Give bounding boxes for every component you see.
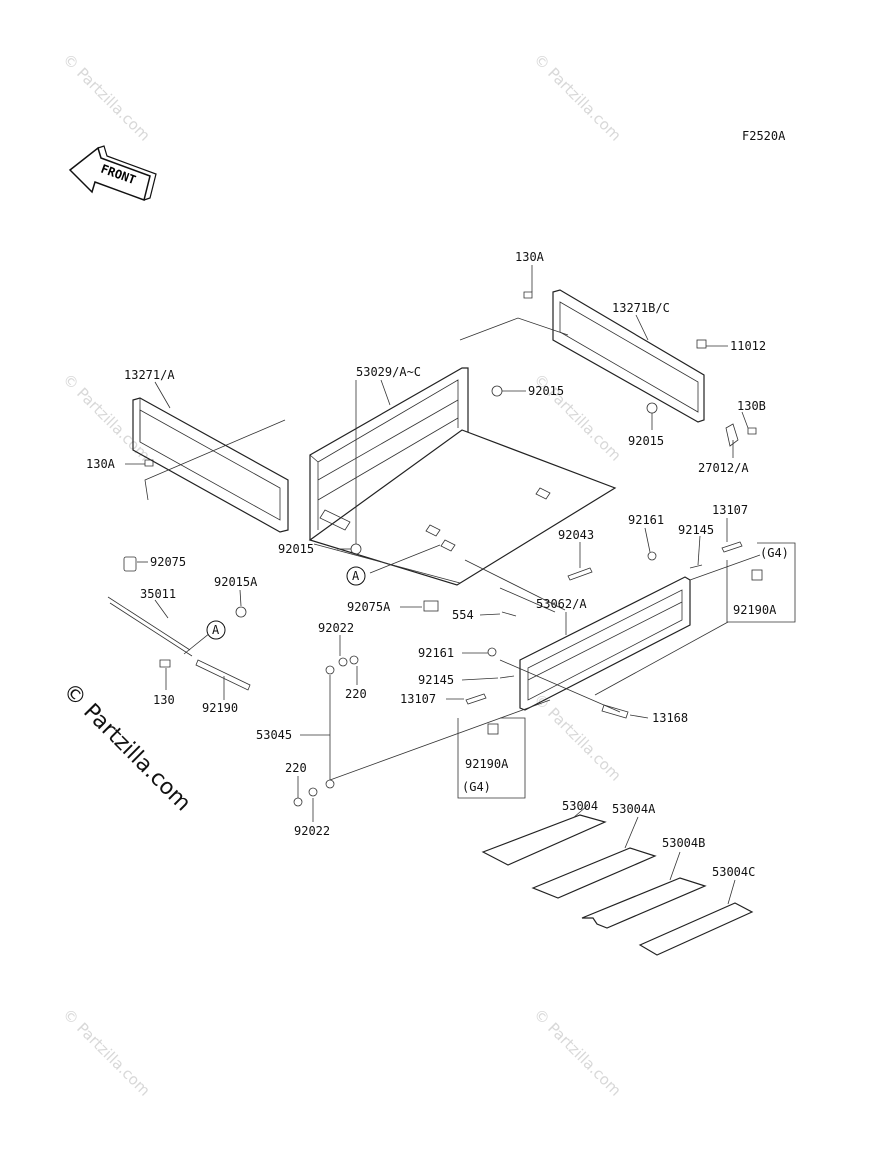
watermark-group: © Partzilla.com © Partzilla.com © Partzi… <box>58 50 625 1100</box>
part-label: 92190A <box>465 757 509 771</box>
partzilla-watermark: © Partzilla.com <box>58 679 196 817</box>
callout-a-1: A <box>346 566 366 586</box>
bed-mat-53004 <box>481 814 607 866</box>
part-label: 13271/A <box>124 368 175 382</box>
part-label: 92190 <box>202 701 238 715</box>
tailgate-53062A <box>519 576 691 711</box>
part-label: 130B <box>737 399 766 413</box>
watermark-text: © Partzilla.com <box>59 1005 154 1100</box>
part-label: 53004A <box>612 802 656 816</box>
part-label: 220 <box>285 761 307 775</box>
bed-mat-53004B <box>581 877 707 929</box>
bed-mat-53004A <box>531 847 657 899</box>
cargo-bed-53029 <box>308 367 617 586</box>
group-box-g4-top: (G4) <box>726 542 796 623</box>
watermark-text: © Partzilla.com <box>59 370 154 465</box>
figure-code: F2520A <box>742 129 786 143</box>
watermark-text: © Partzilla.com <box>530 50 625 145</box>
watermark-text: © Partzilla.com <box>530 690 625 785</box>
side-rail-13271A <box>132 397 289 533</box>
part-labels: 130A 13271B/C 11012 92015 130B 92015 270… <box>86 250 777 879</box>
part-label: 130A <box>86 457 116 471</box>
part-label: 92145 <box>418 673 454 687</box>
front-arrow-icon: FRONT <box>68 145 157 201</box>
part-label: 92022 <box>294 824 330 838</box>
part-label: 13107 <box>400 692 436 706</box>
part-label: 53004 <box>562 799 598 813</box>
bed-mat-53004C <box>638 902 754 956</box>
part-label: 35011 <box>140 587 176 601</box>
part-label: 13271B/C <box>612 301 670 315</box>
part-label: 53062/A <box>536 597 587 611</box>
callout-letter: A <box>352 569 360 583</box>
part-label: 53004B <box>662 836 705 850</box>
watermark-text: © Partzilla.com <box>59 50 154 145</box>
watermark-text: © Partzilla.com <box>530 1005 625 1100</box>
part-label: 92075A <box>347 600 391 614</box>
part-label: 130A <box>515 250 545 264</box>
part-label: 92145 <box>678 523 714 537</box>
part-label: 11012 <box>730 339 766 353</box>
part-label: 53029/A~C <box>356 365 421 379</box>
part-label: 13107 <box>712 503 748 517</box>
part-label: 92075 <box>150 555 186 569</box>
group-label: (G4) <box>760 546 789 560</box>
part-label: 13168 <box>652 711 688 725</box>
side-rail-13271BC <box>552 289 705 423</box>
part-label: 92190A <box>733 603 777 617</box>
callout-a-2: A <box>206 620 226 640</box>
part-label: 92015A <box>214 575 258 589</box>
part-label: 92161 <box>628 513 664 527</box>
group-box-g4-mid: (G4) <box>457 717 526 799</box>
part-label: 92015 <box>278 542 314 556</box>
part-label: 53004C <box>712 865 755 879</box>
part-label: 554 <box>452 608 474 622</box>
part-label: 92015 <box>628 434 664 448</box>
small-parts <box>107 291 763 807</box>
part-label: 92161 <box>418 646 454 660</box>
callout-letter: A <box>212 623 220 637</box>
leader-lines <box>125 265 761 905</box>
part-label: 220 <box>345 687 367 701</box>
part-label: 27012/A <box>698 461 749 475</box>
part-label: 53045 <box>256 728 292 742</box>
part-label: 92022 <box>318 621 354 635</box>
part-label: 92015 <box>528 384 564 398</box>
part-label: 92043 <box>558 528 594 542</box>
group-label: (G4) <box>462 780 491 794</box>
part-label: 130 <box>153 693 175 707</box>
